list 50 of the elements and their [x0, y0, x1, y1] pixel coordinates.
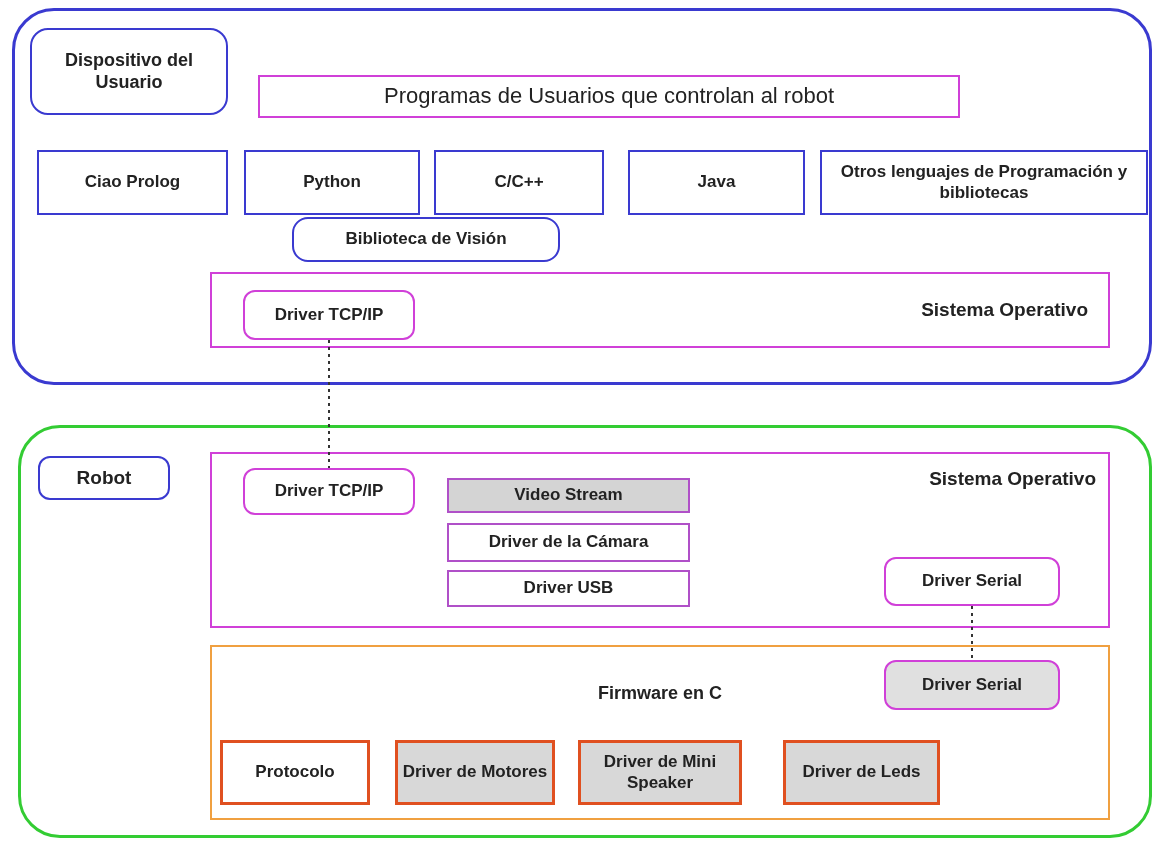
panel-title: Robot — [76, 466, 132, 490]
firmware-layer-box — [210, 645, 1110, 820]
box-label: Protocolo — [255, 762, 335, 783]
box-label: Video Stream — [514, 485, 623, 506]
driver-box — [243, 468, 415, 515]
module-box — [783, 740, 940, 805]
layer-title: Sistema Operativo — [921, 298, 1088, 322]
dotted-connector — [328, 339, 330, 469]
driver-box — [447, 478, 690, 513]
panel-title: Dispositivo del Usuario — [64, 49, 194, 94]
box-label: C/C++ — [494, 172, 544, 193]
box-label: Driver Serial — [921, 674, 1023, 696]
os-layer-box — [210, 272, 1110, 348]
layer-title: Firmware en C — [597, 683, 722, 705]
box-label: Driver TCP/IP — [274, 304, 384, 326]
box-label: Java — [697, 172, 736, 193]
box-label: Driver Serial — [921, 571, 1023, 592]
module-box — [578, 740, 742, 805]
library-box — [244, 150, 420, 215]
box-label: Biblioteca de Visión — [345, 229, 507, 250]
box-label: Otros lenguajes de Programación y bibliotecas — [839, 162, 1129, 203]
library-box — [820, 150, 1148, 215]
box-label: Programas de Usuarios que controlan al robot — [384, 83, 834, 110]
driver-box — [884, 660, 1060, 710]
dotted-connector — [971, 605, 973, 661]
module-box — [395, 740, 555, 805]
os-layer-box — [210, 452, 1110, 628]
library-box — [434, 150, 604, 215]
driver-box — [447, 523, 690, 562]
device-panel — [12, 8, 1152, 385]
driver-box — [447, 570, 690, 607]
box-label: Driver TCP/IP — [274, 481, 384, 502]
program-box — [258, 75, 960, 118]
module-box — [220, 740, 370, 805]
box-label: Driver de Motores — [402, 762, 548, 783]
driver-box — [243, 290, 415, 340]
layer-title: Sistema Operativo — [929, 468, 1096, 491]
box-label: Driver de Mini Speaker — [602, 752, 718, 793]
box-label: Driver de la Cámara — [488, 532, 649, 553]
box-label: Driver USB — [523, 578, 614, 599]
library-box — [292, 217, 560, 262]
robot-panel — [18, 425, 1152, 838]
box-label: Ciao Prolog — [84, 172, 181, 193]
library-box — [628, 150, 805, 215]
library-box — [37, 150, 228, 215]
box-label: Python — [303, 172, 361, 193]
label-box — [30, 28, 228, 115]
driver-box — [884, 557, 1060, 606]
label-box — [38, 456, 170, 500]
box-label: Driver de Leds — [802, 762, 921, 783]
